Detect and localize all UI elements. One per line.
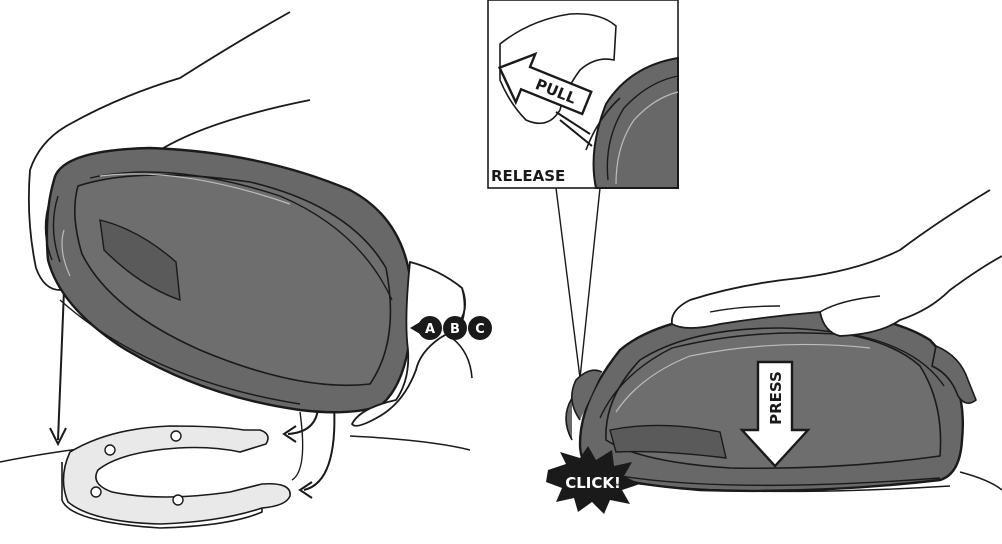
abc-badges: A B C (410, 316, 492, 340)
click-label: CLICK! (565, 474, 621, 492)
badge-a-label: A (425, 322, 435, 337)
arrow-hook-3 (292, 412, 303, 480)
arrow-left-strap (58, 290, 64, 440)
arrow-hook-2 (304, 404, 334, 490)
badge-b-label: B (450, 322, 460, 337)
left-scene: A B C (0, 12, 492, 528)
badge-c-label: C (475, 322, 485, 337)
tank-ring-base (62, 426, 290, 528)
right-scene: PRESS CLICK! (546, 190, 1002, 514)
tank-bag-left (45, 148, 412, 412)
release-label: RELEASE (491, 167, 565, 185)
callout-pointer (556, 188, 600, 378)
press-label: PRESS (767, 371, 785, 425)
right-hand (672, 190, 1002, 336)
release-inset: PULL RELEASE (488, 0, 678, 378)
